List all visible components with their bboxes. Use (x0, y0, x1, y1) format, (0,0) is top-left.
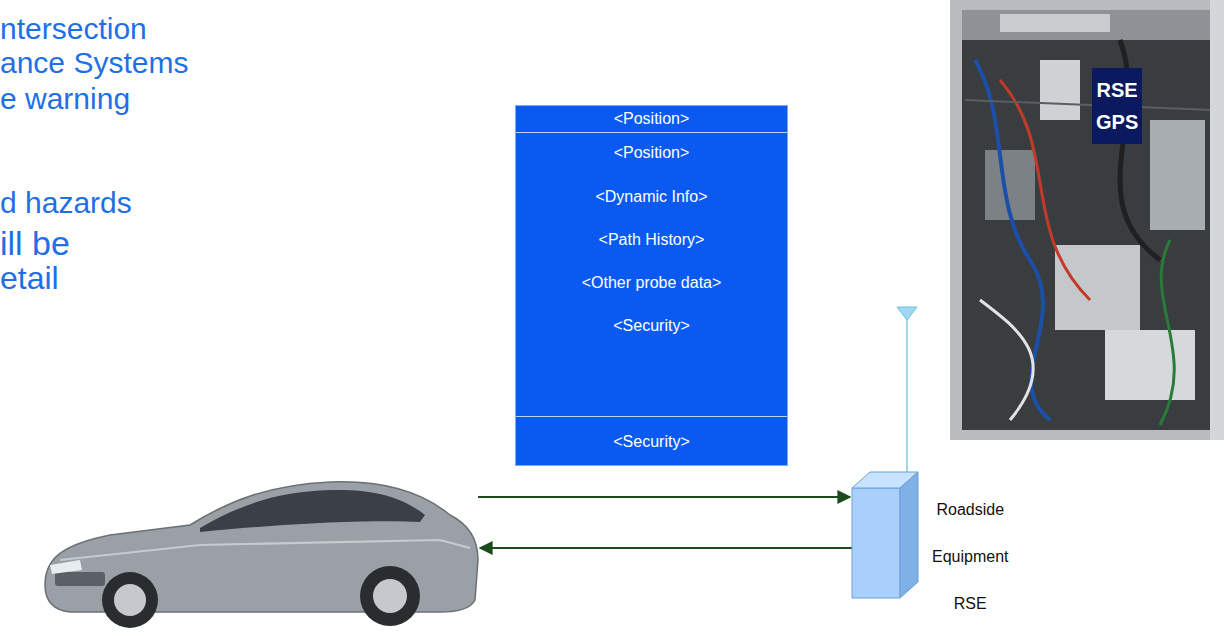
field-name: <Path History> (516, 231, 787, 249)
divider (516, 132, 787, 133)
message-packet: <Position> <Position> <Dynamic Info> <Path … (515, 105, 788, 466)
bullet-text: ntersection (0, 14, 147, 44)
field-name: <Other probe data> (516, 274, 787, 292)
cube-symbol (850, 470, 922, 600)
roadside-unit: Roadside Equipment RSE (850, 470, 1020, 600)
bullet-text: d hazards (0, 188, 132, 218)
divider (516, 416, 787, 417)
equipment-label: Roadside Equipment RSE (932, 486, 1009, 627)
field-name: <Position> (516, 110, 787, 128)
car-illustration (45, 482, 478, 628)
photo-label: RSE GPS (1092, 68, 1142, 144)
field-name: <Security> (516, 433, 787, 451)
field-name: <Dynamic Info> (516, 188, 787, 206)
bullet-text: ill be (0, 226, 70, 260)
bullet-text: e warning (0, 84, 130, 114)
bullet-text: ance Systems (0, 48, 188, 78)
photo-tag: RSE GPS (1096, 74, 1138, 138)
bullet-text: etail (0, 262, 59, 294)
field-name: <Security> (516, 317, 787, 335)
arrow (478, 496, 850, 498)
cabinet-photo (950, 0, 1224, 440)
antenna (897, 307, 917, 478)
arrow (480, 547, 852, 549)
field-name: <Position> (516, 144, 787, 162)
